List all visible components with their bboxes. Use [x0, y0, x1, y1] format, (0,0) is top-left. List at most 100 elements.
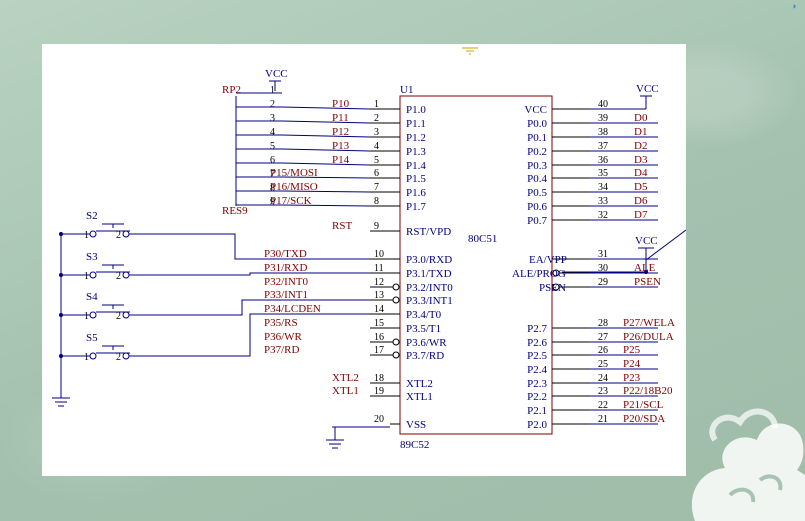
- rp2-ref: RP2: [222, 84, 241, 96]
- pin-number: 32: [598, 210, 608, 221]
- pin-number: 2: [270, 99, 275, 110]
- pin-number: 4: [374, 141, 379, 152]
- net-label: P15/MOSI: [270, 167, 318, 179]
- switch-terminal-1: [89, 352, 97, 360]
- pin-name: P0.3: [527, 160, 547, 172]
- switch-ref: S4: [86, 291, 98, 303]
- pin-number: 38: [598, 127, 608, 138]
- pin-name: P1.7: [406, 201, 426, 213]
- switch-pin1: 1: [84, 271, 89, 282]
- pin-name: P0.2: [527, 146, 547, 158]
- invert-bubble: [552, 269, 560, 277]
- pin-number: 16: [374, 332, 384, 343]
- pin-number: 10: [374, 249, 384, 260]
- pin-name: XTL2: [406, 378, 433, 390]
- vss-ground-symbol: [326, 426, 390, 449]
- pin-number: 39: [598, 113, 608, 124]
- net-label: D7: [634, 209, 648, 221]
- net-label: P13: [332, 140, 350, 152]
- switch-net-wire: [129, 313, 370, 357]
- pin-name: P2.3: [527, 378, 547, 390]
- pin-name: P1.3: [406, 146, 426, 158]
- pin-name: VSS: [406, 419, 426, 431]
- pin-number: 40: [598, 99, 608, 110]
- vcc-label-d-bus: VCC: [636, 83, 659, 95]
- pin-number: 35: [598, 168, 608, 179]
- switch-pin1: 1: [84, 352, 89, 363]
- switch-terminal-2: [122, 311, 130, 319]
- pin-name: P0.4: [527, 173, 547, 185]
- pin-name: P1.1: [406, 118, 426, 130]
- net-label: PSEN: [634, 276, 661, 288]
- pin-number: 13: [374, 290, 384, 301]
- net-label: P25: [623, 344, 641, 356]
- vcc-symbol-rp2: [269, 80, 281, 91]
- net-wire: [281, 148, 371, 152]
- pin-number: 26: [598, 345, 608, 356]
- net-label: D3: [634, 154, 648, 166]
- switch-terminal-1: [89, 230, 97, 238]
- pin-number: 7: [374, 182, 379, 193]
- net-label: XTL1: [332, 385, 359, 397]
- rp2-pin-5: 5: [236, 141, 371, 152]
- switch-pin2: 2: [116, 311, 121, 322]
- decorative-cloud-icon: [691, 408, 805, 521]
- vcc-label-rp2: VCC: [265, 68, 288, 80]
- pin-number: 5: [374, 155, 379, 166]
- pin-name: P3.6/WR: [406, 337, 447, 349]
- net-wire: [281, 134, 371, 138]
- switch-common-ground: [52, 234, 70, 407]
- net-label: P20/SDA: [623, 413, 665, 425]
- net-label: P34/LCDEN: [264, 303, 321, 315]
- net-label: D0: [634, 112, 648, 124]
- net-wire: [281, 162, 371, 166]
- net-label: P17/SCK: [270, 195, 312, 207]
- switch-pin2: 2: [116, 352, 121, 363]
- net-label: P27/WELA: [623, 317, 675, 329]
- net-label: ALE: [634, 262, 656, 274]
- invert-bubble: [392, 283, 400, 291]
- pin-name: P3.5/T1: [406, 323, 441, 335]
- pin-number: 22: [598, 400, 608, 411]
- net-label: P12: [332, 126, 349, 138]
- net-wire: [281, 176, 371, 179]
- net-label: D5: [634, 181, 648, 193]
- pin-number: 11: [374, 263, 384, 274]
- pin-number: 24: [598, 373, 608, 384]
- pin-number: 9: [270, 197, 275, 208]
- u1-body: [399, 95, 553, 435]
- pin-name: EA/VPP: [529, 254, 567, 266]
- pin-number: 2: [374, 113, 379, 124]
- u1-ref: U1: [400, 84, 413, 96]
- net-wire: [281, 204, 371, 207]
- pin-number: 1: [270, 85, 275, 96]
- net-wire: [281, 190, 371, 193]
- rp2-pin-2: 2: [236, 99, 371, 110]
- pin-name: P1.2: [406, 132, 426, 144]
- pin-name: P3.4/T0: [406, 309, 442, 321]
- net-label: P10: [332, 98, 350, 110]
